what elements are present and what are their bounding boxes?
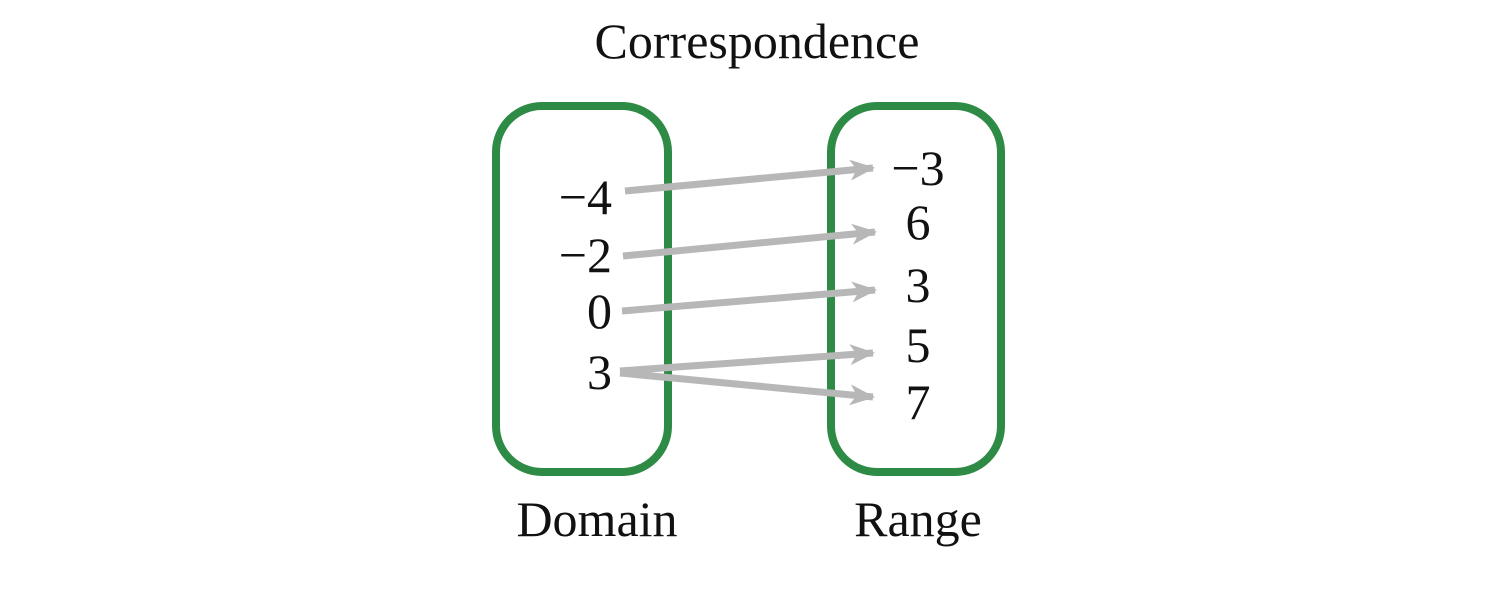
range-label: Range (854, 491, 982, 547)
domain-value: −4 (558, 169, 612, 225)
range-value: 5 (905, 317, 931, 373)
domain-value: 3 (587, 344, 612, 400)
diagram-title: Correspondence (594, 13, 920, 69)
range-value: 6 (905, 194, 931, 250)
domain-label: Domain (516, 491, 678, 547)
range-value: −3 (891, 140, 945, 196)
range-value: 7 (905, 374, 931, 430)
range-value: 3 (905, 257, 931, 313)
domain-value: 0 (587, 283, 612, 339)
domain-value: −2 (558, 227, 612, 283)
